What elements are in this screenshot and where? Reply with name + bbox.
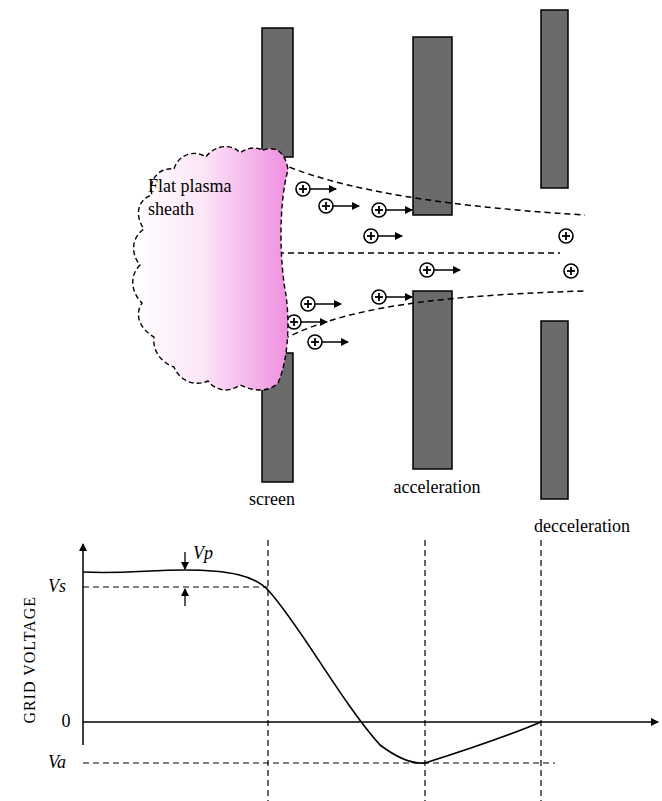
grid-label: decceleration	[534, 517, 630, 537]
tick-label: 0	[62, 712, 71, 732]
axis-label: GRID VOLTAGE	[21, 596, 39, 724]
voltage-label: Va	[48, 753, 66, 773]
plasma-sheath: Flat plasma sheath	[128, 145, 293, 393]
grid-label: screen	[249, 490, 295, 510]
grid-electrodes	[262, 10, 568, 499]
voltage-label: Vs	[48, 577, 66, 597]
voltage-graph	[83, 540, 658, 801]
grid-label: acceleration	[394, 478, 481, 498]
voltage-label: Vp	[193, 544, 213, 564]
node-text: Flat plasma sheath	[148, 175, 248, 222]
ions	[287, 182, 578, 349]
